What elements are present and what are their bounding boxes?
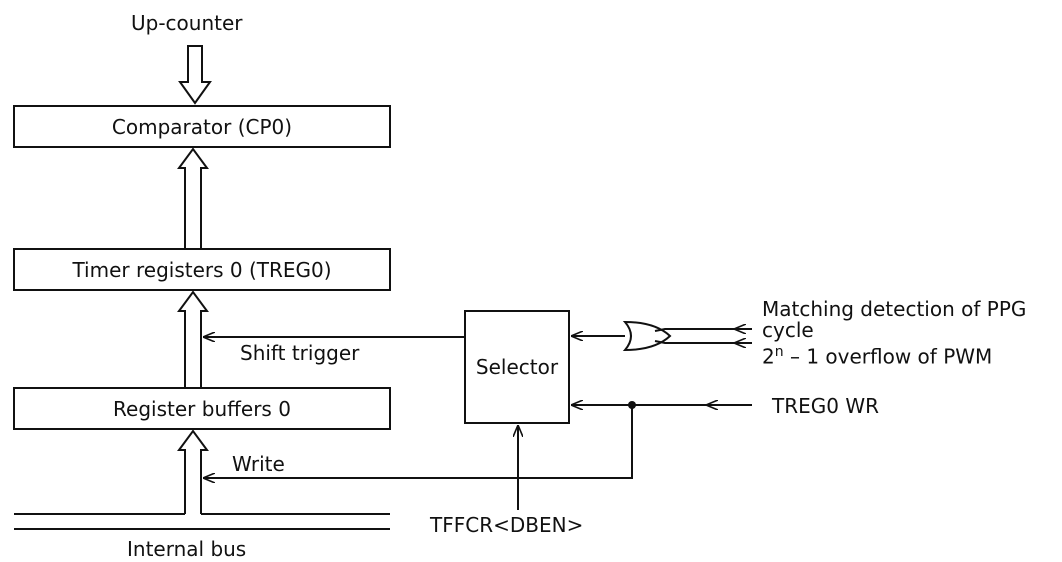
internal-bus-label: Internal bus xyxy=(127,537,247,561)
buffer-to-treg-arrow xyxy=(177,290,209,388)
junction-dot xyxy=(628,401,636,409)
pwm-input-line xyxy=(654,340,752,344)
internal-bus xyxy=(14,513,390,530)
write-label: Write xyxy=(232,452,285,476)
ppg-label-line1: Matching detection of PPG xyxy=(762,297,1027,321)
pwm-label-rest: – 1 overflow of PWM xyxy=(783,344,993,369)
up-counter-label: Up-counter xyxy=(131,11,243,35)
ppg-input-line xyxy=(654,328,752,332)
comparator-box xyxy=(13,105,391,148)
or-gate xyxy=(622,320,672,352)
shift-trigger-label: Shift trigger xyxy=(240,341,360,365)
up-counter-arrow xyxy=(178,45,212,105)
write-line xyxy=(203,405,633,478)
pwm-label: 2n – 1 overflow of PWM xyxy=(762,341,992,368)
treg-wr-label: TREG0 WR xyxy=(772,394,880,418)
timer-registers-label: Timer registers 0 (TREG0) xyxy=(72,258,332,282)
register-buffers-label: Register buffers 0 xyxy=(113,397,291,421)
ppg-label-line2: cycle xyxy=(762,318,814,342)
comparator-label: Comparator (CP0) xyxy=(111,115,293,139)
treg-to-comparator-arrow xyxy=(177,147,209,249)
selector-label: Selector xyxy=(475,355,559,379)
pwm-label-sup: n xyxy=(774,344,784,360)
control-label: TFFCR<DBEN> xyxy=(430,513,584,537)
selector-box xyxy=(464,310,570,424)
pwm-label-base: 2 xyxy=(762,344,775,369)
bus-to-buffer-arrow xyxy=(177,429,209,514)
